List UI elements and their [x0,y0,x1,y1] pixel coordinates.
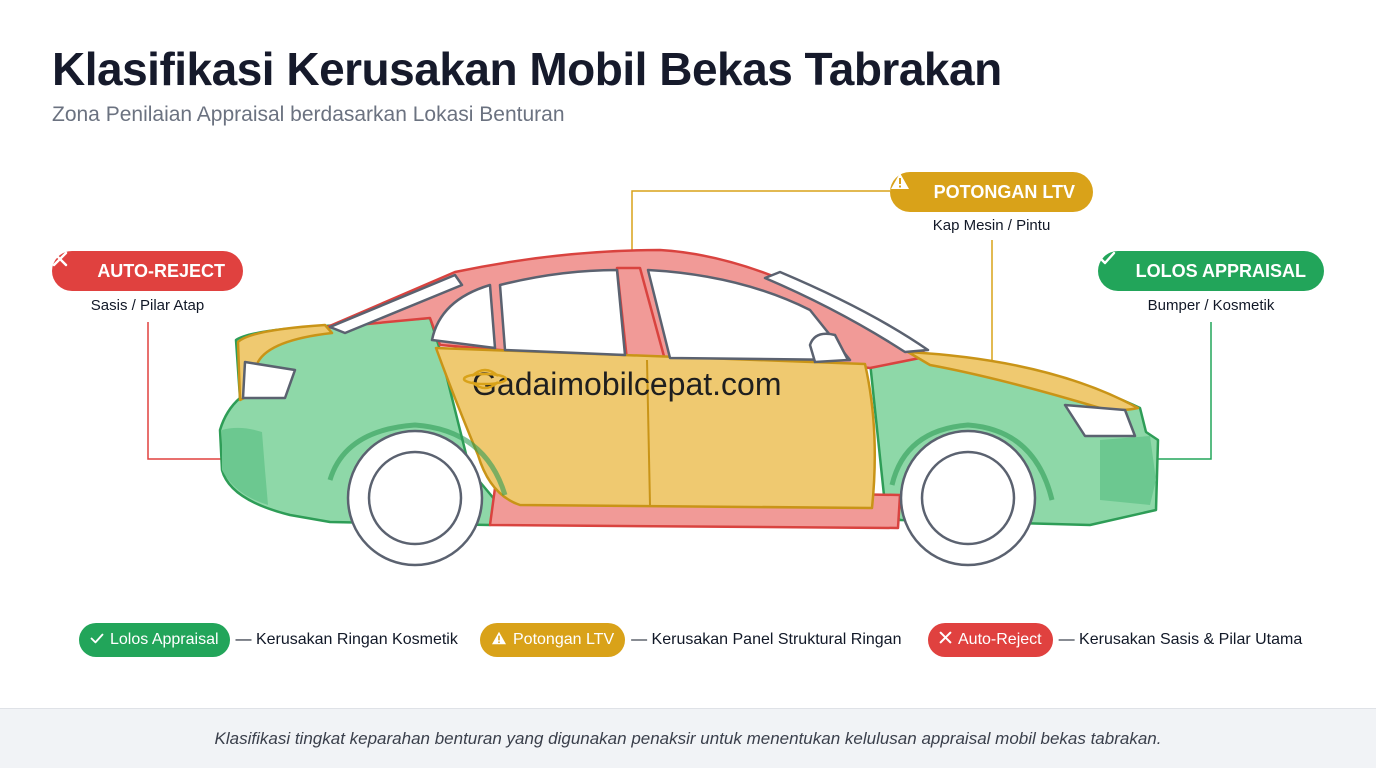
auto-reject-badge: AUTO-REJECT [52,251,243,291]
side-mirror [808,332,850,364]
front-door-window [646,268,852,362]
legend-item-potongan: Potongan LTV — Kerusakan Panel Struktura… [480,623,901,657]
legend-label-lolos: Lolos Appraisal [110,631,219,648]
wheel-arches [327,422,1055,501]
auto-reject-sublabel: Sasis / Pilar Atap [90,297,205,314]
windows [241,268,1137,438]
lolos-appraisal-label: LOLOS APPRAISAL [1135,260,1306,281]
front-windshield [763,270,930,354]
page-title: Klasifikasi Kerusakan Mobil Bekas Tabrak… [52,43,1002,95]
footer: Klasifikasi tingkat keparahan benturan y… [0,708,1376,768]
head-light [1063,403,1137,438]
watermark: Gadaimobilcepat.com [462,366,781,403]
wheels [346,429,1037,567]
lolos-appraisal-leader-line [1128,322,1212,460]
front-wheel-tire [899,429,1037,567]
footer-caption: Klasifikasi tingkat keparahan benturan y… [214,728,1162,748]
auto-reject-leader-line [147,322,293,460]
potongan-ltv-leader-line-top [631,190,890,258]
page-subtitle: Zona Penilaian Appraisal berdasarkan Lok… [52,103,565,126]
warning-triangle-icon [491,631,507,650]
rear-door-window [498,268,627,357]
legend-pill-potongan: Potongan LTV [480,623,626,657]
rear-windshield [328,273,464,335]
auto-reject-label: AUTO-REJECT [97,260,225,281]
lolos-appraisal-badge: LOLOS APPRAISAL [1098,251,1324,291]
legend-pill-lolos: Lolos Appraisal [79,623,230,657]
tail-light [241,360,297,400]
potongan-ltv-label: POTONGAN LTV [933,181,1075,202]
legend: Lolos Appraisal — Kerusakan Ringan Kosme… [0,623,1376,659]
yellow-zone-panels [236,323,1140,510]
legend-desc-reject: — Kerusakan Sasis & Pilar Utama [1058,631,1303,648]
legend-pill-reject: Auto-Reject [928,623,1053,657]
check-icon [1098,251,1127,281]
legend-label-potongan: Potongan LTV [513,631,615,648]
green-zone-body [218,316,1160,527]
front-wheel-rim [920,450,1016,546]
check-icon [90,631,104,649]
legend-item-lolos: Lolos Appraisal — Kerusakan Ringan Kosme… [79,623,458,657]
rear-wheel-tire [346,429,484,567]
potongan-ltv-badge: POTONGAN LTV [890,172,1093,212]
rear-wheel-rim [367,450,463,546]
legend-desc-potongan: — Kerusakan Panel Struktural Ringan [631,631,902,648]
legend-label-reject: Auto-Reject [958,631,1042,648]
leader-lines [147,190,1212,460]
legend-item-reject: Auto-Reject — Kerusakan Sasis & Pilar Ut… [928,623,1302,657]
warning-triangle-icon [891,173,925,202]
potongan-ltv-sublabel: Kap Mesin / Pintu [932,217,1051,234]
x-icon [939,631,952,649]
legend-desc-lolos: — Kerusakan Ringan Kosmetik [235,631,458,648]
x-icon [52,251,88,281]
watermark-text: Gadaimobilcepat.com [472,366,782,402]
rear-quarter-window [430,283,497,350]
lolos-appraisal-sublabel: Bumper / Kosmetik [1147,297,1275,314]
